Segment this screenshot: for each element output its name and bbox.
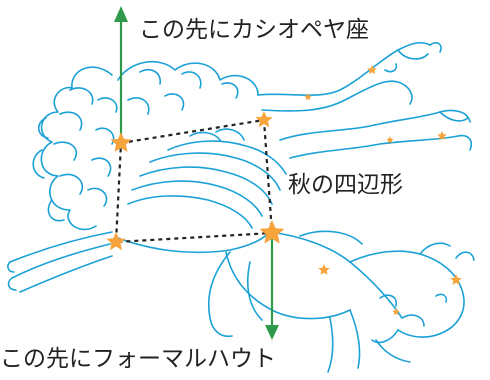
star-icon [386,136,394,144]
star-icon [259,220,285,244]
star-icon [106,232,126,251]
fomalhaut-direction-label: この先にフォーマルハウト [0,346,276,372]
arrow-down-icon [265,233,279,340]
autumn-square-label: 秋の四辺形 [288,172,403,198]
star-icon [318,264,330,275]
pegasus-outline [7,42,475,373]
arrow-up-icon [114,6,128,143]
star-icon [304,93,312,101]
star-icon [110,132,132,152]
cassiopeia-direction-label: この先にカシオペヤ座 [139,17,369,43]
star-icon [392,308,400,316]
star-icon-group [106,65,462,316]
star-icon [367,65,377,75]
star-icon [437,131,447,141]
star-icon [450,274,462,285]
star-icon [255,111,273,128]
